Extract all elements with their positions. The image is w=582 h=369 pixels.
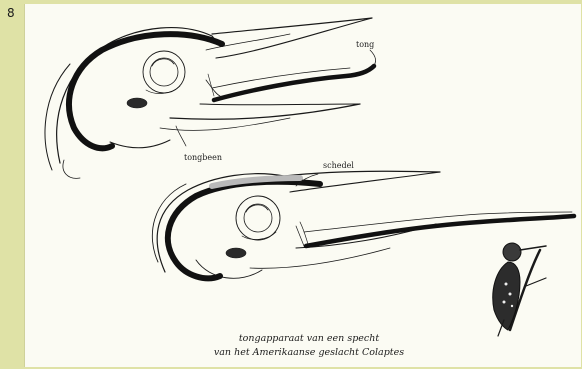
bottom-tongue (306, 216, 574, 246)
bottom-ear-mark (226, 248, 246, 258)
label-tongbeen: tongbeen (184, 153, 222, 162)
label-schedel: schedel (323, 161, 354, 170)
caption-line-2: van het Amerikaanse geslacht Colaptes (18, 347, 582, 358)
top-ear-mark (127, 98, 147, 108)
bottom-hyoid-horn (168, 182, 320, 279)
woodpecker-illustration (493, 243, 546, 336)
caption-line-1: tongapparaat van een specht (18, 333, 582, 344)
top-hyoid-horn (69, 34, 222, 148)
bottom-bird-head (152, 171, 440, 278)
label-tong: tong (356, 40, 374, 49)
